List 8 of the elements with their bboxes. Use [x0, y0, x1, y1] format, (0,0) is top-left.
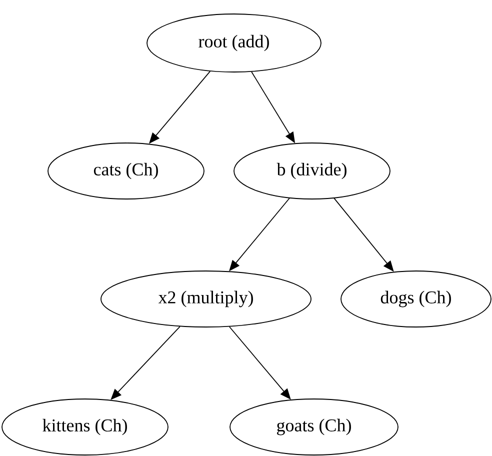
ellipse-node: b (divide)	[234, 142, 390, 200]
ellipse-node: root (add)	[146, 14, 322, 72]
ellipse-node: dogs (Ch)	[340, 270, 492, 328]
ellipse-node: x2 (multiply)	[100, 270, 312, 328]
ellipse-node: goats (Ch)	[230, 398, 398, 456]
arrow	[110, 326, 180, 400]
ellipse-node: cats (Ch)	[48, 142, 204, 200]
ellipse-node: kittens (Ch)	[2, 398, 168, 456]
